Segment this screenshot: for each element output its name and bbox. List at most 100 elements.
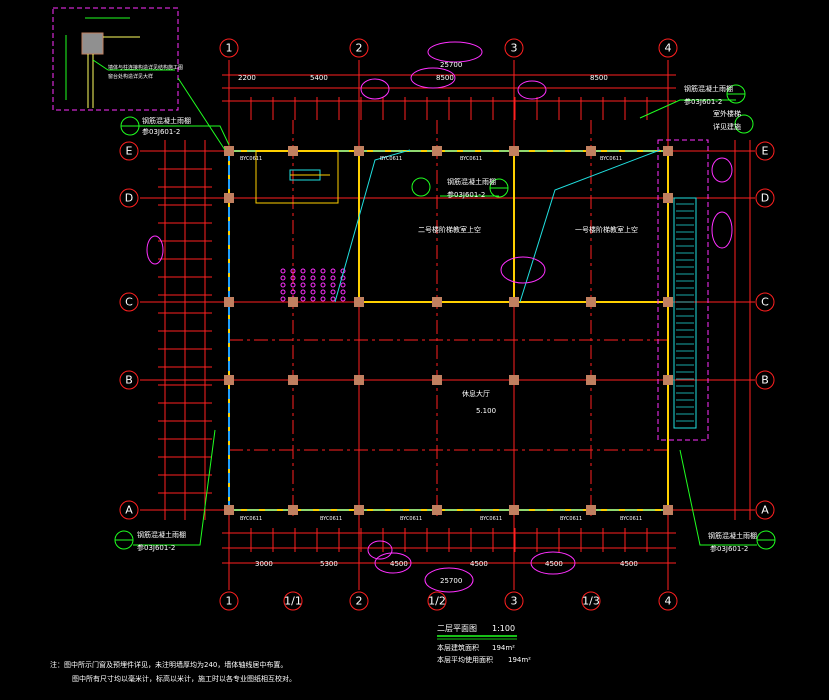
window-code: BYC0611 — [600, 156, 622, 162]
dimension-text: 4500 — [390, 560, 408, 568]
axis-label: 3 — [511, 42, 518, 55]
canopy-label-5: 钢筋混凝土雨棚 — [708, 531, 757, 540]
drawing-title: 二层平面图 — [437, 624, 477, 633]
column — [288, 297, 298, 307]
window-code: BYC0611 — [460, 156, 482, 162]
room-label-2: 二号楼阶梯教室上空 — [418, 225, 481, 234]
avg-area-label: 本层平均使用面积 — [437, 655, 493, 664]
column — [586, 505, 596, 515]
hatch-dot — [310, 289, 316, 295]
hatch-dot — [330, 275, 336, 281]
column — [663, 375, 673, 385]
dim-total-bottom: 25700 — [440, 577, 462, 585]
hatch-dot — [300, 296, 306, 302]
hatch-dot — [300, 268, 306, 274]
axis-label: B — [125, 374, 133, 387]
axis-label: 4 — [665, 42, 672, 55]
outdoor-stair-ref: 详见建施 — [713, 122, 741, 131]
canopy-ref-3: 参03J601-2 — [684, 97, 722, 106]
axis-label: E — [126, 145, 133, 158]
axis-label: C — [761, 296, 769, 309]
dimension-lines — [158, 74, 751, 564]
hatch-dot — [300, 275, 306, 281]
hatch-dot — [290, 268, 296, 274]
axis-label: 3 — [511, 595, 518, 608]
hatch-dot — [310, 296, 316, 302]
axis-label: 1 — [226, 42, 233, 55]
canopy-ref-1: 参03J601-2 — [142, 127, 180, 136]
canopy-label-1: 钢筋混凝土雨棚 — [142, 116, 191, 125]
axis-label: C — [125, 296, 133, 309]
hatch-dot — [290, 282, 296, 288]
hatch-dot — [280, 282, 286, 288]
hatch-dot — [340, 289, 346, 295]
column — [509, 146, 519, 156]
canopy-label-3: 钢筋混凝土雨棚 — [684, 84, 733, 93]
axis-label: B — [761, 374, 769, 387]
column — [288, 505, 298, 515]
axis-bubble — [283, 591, 303, 611]
columns — [224, 146, 673, 515]
window-code: BYC0611 — [240, 516, 262, 522]
column — [509, 297, 519, 307]
column — [509, 505, 519, 515]
column — [663, 297, 673, 307]
hall-elevation: 5.100 — [476, 407, 496, 415]
hatch-dot — [320, 296, 326, 302]
axis-bubble — [219, 38, 239, 58]
hatch-dot — [330, 296, 336, 302]
pattern-area — [280, 268, 346, 302]
hatch-dot — [300, 282, 306, 288]
axis-bubble — [504, 38, 524, 58]
hall-label: 休息大厅 — [462, 389, 490, 398]
column — [663, 505, 673, 515]
outdoor-stair-label: 室外楼梯 — [713, 109, 741, 118]
dimension-text: 8500 — [436, 74, 454, 82]
axis-bubble — [755, 370, 775, 390]
canopy-ref-4: 参03J601-2 — [137, 543, 175, 552]
axis-bubble — [119, 292, 139, 312]
axis-label: 1/2 — [428, 595, 446, 608]
column — [354, 146, 364, 156]
avg-area-value: 194m² — [508, 656, 531, 664]
hatch-dot — [310, 275, 316, 281]
axis-bubble — [755, 500, 775, 520]
hatch-dot — [300, 289, 306, 295]
axis-bubble — [119, 141, 139, 161]
axis-label: 2 — [356, 595, 363, 608]
axis-label: 4 — [665, 595, 672, 608]
column — [432, 505, 442, 515]
leader-lines — [334, 149, 661, 303]
dimension-text: 2200 — [238, 74, 256, 82]
axis-label: A — [761, 504, 769, 517]
column — [509, 375, 519, 385]
detail-inset — [52, 7, 226, 151]
canopy-label-4: 钢筋混凝土雨棚 — [137, 530, 186, 539]
column — [432, 297, 442, 307]
hatch-dot — [310, 282, 316, 288]
hatch-dot — [330, 268, 336, 274]
stair-outdoor — [657, 139, 709, 441]
window-code: BYC0611 — [620, 516, 642, 522]
dimension-text: 4500 — [545, 560, 563, 568]
axis-label: 1 — [226, 595, 233, 608]
hatch-dot — [330, 282, 336, 288]
canopy-ref-5: 参03J601-2 — [710, 544, 748, 553]
column — [586, 146, 596, 156]
axis-label: D — [761, 192, 769, 205]
note-line-2: 图中所有尺寸均以毫米计，标高以米计，施工时以各专业图纸相互校对。 — [72, 674, 296, 683]
room-label-1: 一号楼阶梯教室上空 — [575, 225, 638, 234]
window-code: BYC0611 — [380, 156, 402, 162]
callout-symbols — [114, 84, 776, 550]
hatch-dot — [340, 275, 346, 281]
axis-bubble — [119, 188, 139, 208]
axis-label: 1/1 — [284, 595, 302, 608]
dimension-text: 4500 — [470, 560, 488, 568]
clouds — [146, 41, 733, 593]
axis-label: E — [762, 145, 769, 158]
column — [224, 193, 234, 203]
dimension-text: 5300 — [320, 560, 338, 568]
column — [224, 505, 234, 515]
